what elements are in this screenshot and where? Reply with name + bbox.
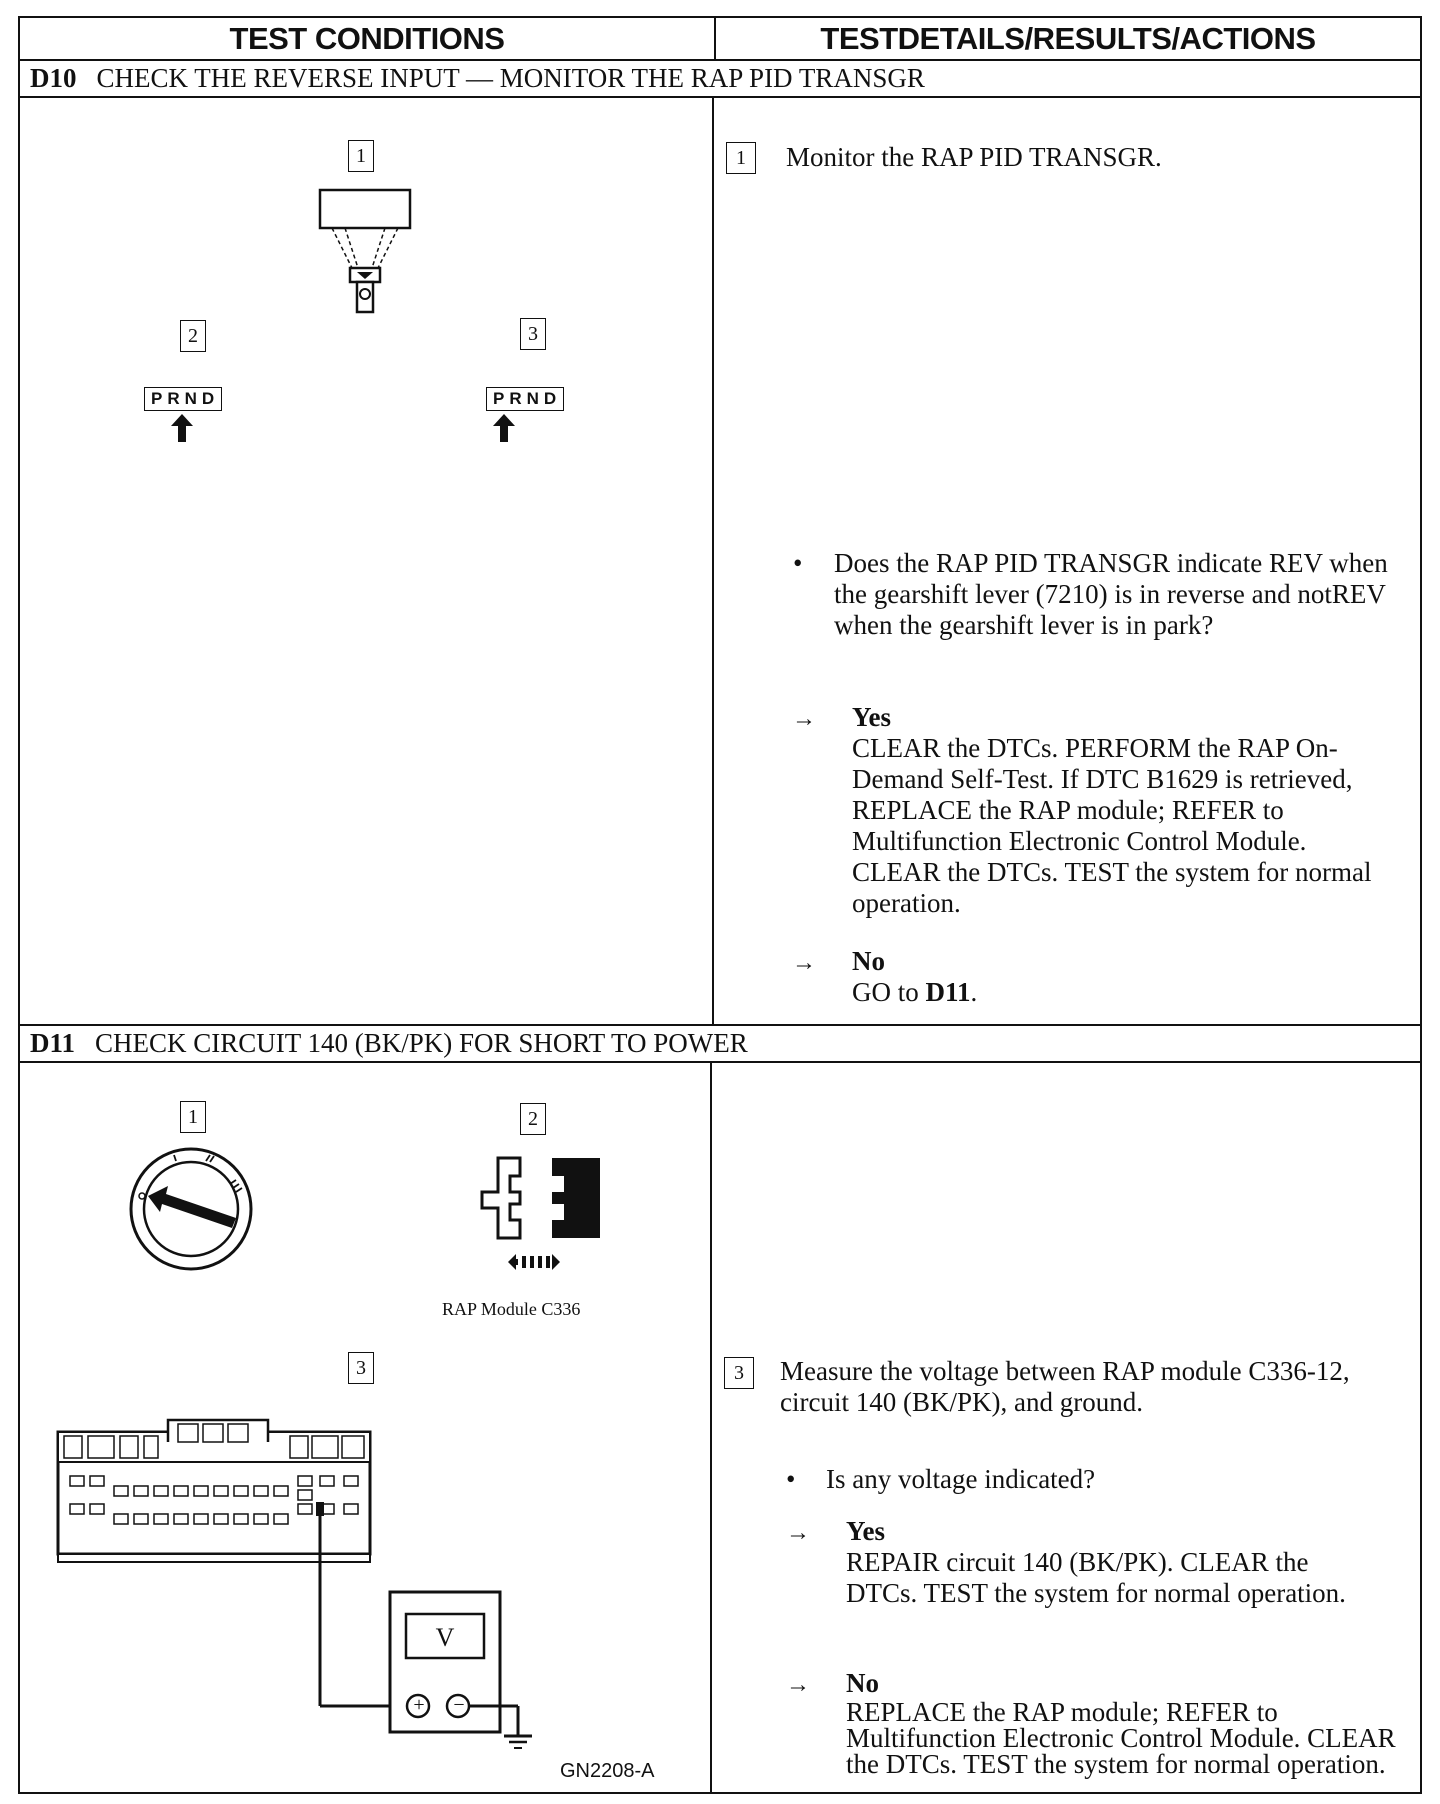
- scan-tool-icon: [318, 188, 412, 314]
- bullet: •: [793, 548, 803, 578]
- no-action-prefix: GO to: [852, 977, 926, 1007]
- step-number: 1: [726, 142, 756, 174]
- column-divider: [710, 1061, 712, 1794]
- callout-3: 3: [520, 318, 546, 350]
- callout-1: 1: [348, 140, 374, 172]
- connector-disconnect-icon: [480, 1156, 600, 1270]
- callout-3: 3: [348, 1352, 374, 1384]
- meter-plus-terminal: +: [413, 1694, 425, 1716]
- section-code: D10: [30, 62, 77, 93]
- callout-1: 1: [180, 1101, 206, 1133]
- header-test-conditions: TEST CONDITIONS: [229, 21, 505, 56]
- section-d10-title: D10 CHECK THE REVERSE INPUT — MONITOR TH…: [30, 60, 925, 96]
- arrow-right-icon: →: [792, 950, 816, 976]
- ignition-switch-icon: [129, 1147, 253, 1271]
- yes-label: Yes: [852, 702, 891, 732]
- step-number: 3: [724, 1357, 754, 1389]
- section-title: CHECK CIRCUIT 140 (BK/PK) FOR SHORT TO P…: [95, 1027, 748, 1058]
- divider: [20, 1061, 1420, 1063]
- arrow-up-icon: [493, 414, 515, 442]
- no-action: REPLACE the RAP module; REFER to Multifu…: [846, 1697, 1396, 1779]
- meter-display-label: V: [435, 1623, 455, 1652]
- yes-action: REPAIR circuit 140 (BK/PK). CLEAR the DT…: [846, 1547, 1346, 1608]
- section-title: CHECK THE REVERSE INPUT — MONITOR THE RA…: [96, 62, 925, 93]
- column-divider: [714, 18, 716, 60]
- rap-module-connector: [56, 1418, 532, 1749]
- meter-minus-terminal: −: [453, 1694, 465, 1716]
- no-action: GO to D11.: [852, 977, 977, 1008]
- step-instruction: Measure the voltage between RAP module C…: [780, 1356, 1350, 1417]
- arrow-up-icon: [171, 414, 193, 442]
- header-test-details: TESTDETAILS/RESULTS/ACTIONS: [820, 21, 1316, 56]
- yes-label: Yes: [846, 1516, 885, 1546]
- bullet: •: [786, 1464, 796, 1494]
- arrow-right-icon: →: [792, 706, 816, 732]
- yes-action: CLEAR the DTCs. PERFORM the RAP On-Deman…: [852, 733, 1372, 918]
- test-question: Does the RAP PID TRANSGR indicate REV wh…: [834, 548, 1388, 640]
- connector-label: RAP Module C336: [442, 1299, 581, 1319]
- gear-selector-indicator: PRND: [486, 387, 565, 411]
- gear-selector-indicator: PRND: [144, 387, 223, 411]
- section-code: D11: [30, 1027, 76, 1058]
- figure-id: GN2208-A: [560, 1760, 655, 1782]
- no-label: No: [852, 946, 885, 976]
- divider: [20, 1024, 1420, 1026]
- step-instruction: Monitor the RAP PID TRANSGR.: [786, 142, 1162, 172]
- no-label: No: [846, 1668, 879, 1698]
- divider: [20, 96, 1420, 98]
- no-action-link: D11: [925, 977, 971, 1007]
- column-divider: [712, 96, 714, 1024]
- arrow-right-icon: →: [786, 1520, 810, 1546]
- section-d11-title: D11 CHECK CIRCUIT 140 (BK/PK) FOR SHORT …: [30, 1025, 748, 1061]
- callout-2: 2: [180, 320, 206, 352]
- callout-2: 2: [520, 1103, 546, 1135]
- arrow-right-icon: →: [786, 1672, 810, 1698]
- procedure-table: TEST CONDITIONS TESTDETAILS/RESULTS/ACTI…: [18, 16, 1422, 1794]
- divider: [20, 59, 1420, 61]
- test-question: Is any voltage indicated?: [826, 1464, 1096, 1494]
- no-action-suffix: .: [970, 977, 978, 1007]
